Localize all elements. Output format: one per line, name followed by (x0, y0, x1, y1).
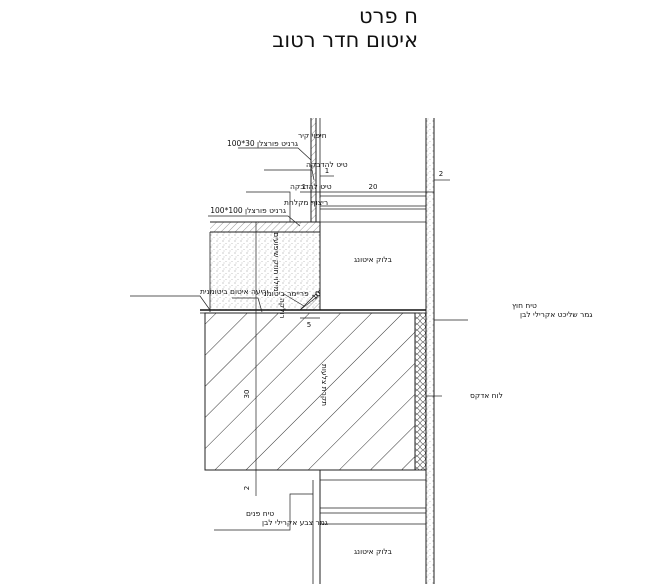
render-label: טיח חוץ (512, 301, 537, 310)
render-finish-label: גמר שליכט אקרילי לבן (520, 310, 592, 319)
floor-covering-label: ריצוף מקלחת (284, 198, 328, 207)
tile-adhesive-floor-label: טיט להדבקה (290, 182, 332, 191)
dim-2-bottom: 2 (243, 486, 251, 490)
dim-5: 5 (307, 321, 311, 329)
ribbed-slab (204, 312, 416, 471)
detail-name-title: איטום חדר רטוב (272, 28, 418, 52)
dim-1-top: 1 (325, 167, 329, 175)
adex-board (414, 312, 427, 471)
ribbed-slab-label: תקרת צלעות (320, 364, 329, 406)
dimension-lines (250, 175, 450, 496)
floor-tile-layer (210, 221, 320, 233)
leader-lines (130, 147, 468, 531)
block-upper-label: בלוק איטונג (354, 255, 393, 264)
wall-cladding-label: חיפוי קיר (298, 131, 327, 140)
fillet-label: רולקה (278, 298, 287, 319)
dim-2-top: 2 (439, 170, 443, 178)
wall-cladding-spec-label: גרניט פורצלן 30*100 (227, 139, 298, 148)
bitumen-primer-label: פריימר ביטומני (262, 289, 309, 298)
tile-adhesive-top-label: טיט להדבקה (306, 160, 348, 169)
dim-30: 30 (243, 390, 251, 399)
dim-1-mid: 1 (302, 183, 306, 191)
bitumen-sheet-label: יריעה איטום ביטומנית (200, 287, 268, 296)
block-lower-label: בלוק איטונג (354, 547, 393, 556)
dim-20: 20 (369, 183, 378, 191)
plaster-finish-label: גמר צבע אקרילי לבן (262, 518, 328, 527)
lower-wall (205, 469, 426, 584)
slope-fill-label: מילוי חוזק שיפועים (272, 232, 281, 291)
detail-number-title: ח פרט (359, 4, 418, 28)
exterior-render-layer (425, 118, 435, 584)
slope-fill-area (209, 232, 320, 312)
adex-board-label: לוח אדקס (470, 391, 503, 400)
floor-covering-spec-label: גרניט פורצלן 100*100 (210, 206, 286, 215)
upper-block-wall (319, 195, 426, 310)
plaster-inside-label: טיח פנים (246, 509, 274, 518)
dim-10: 10 (311, 290, 323, 302)
